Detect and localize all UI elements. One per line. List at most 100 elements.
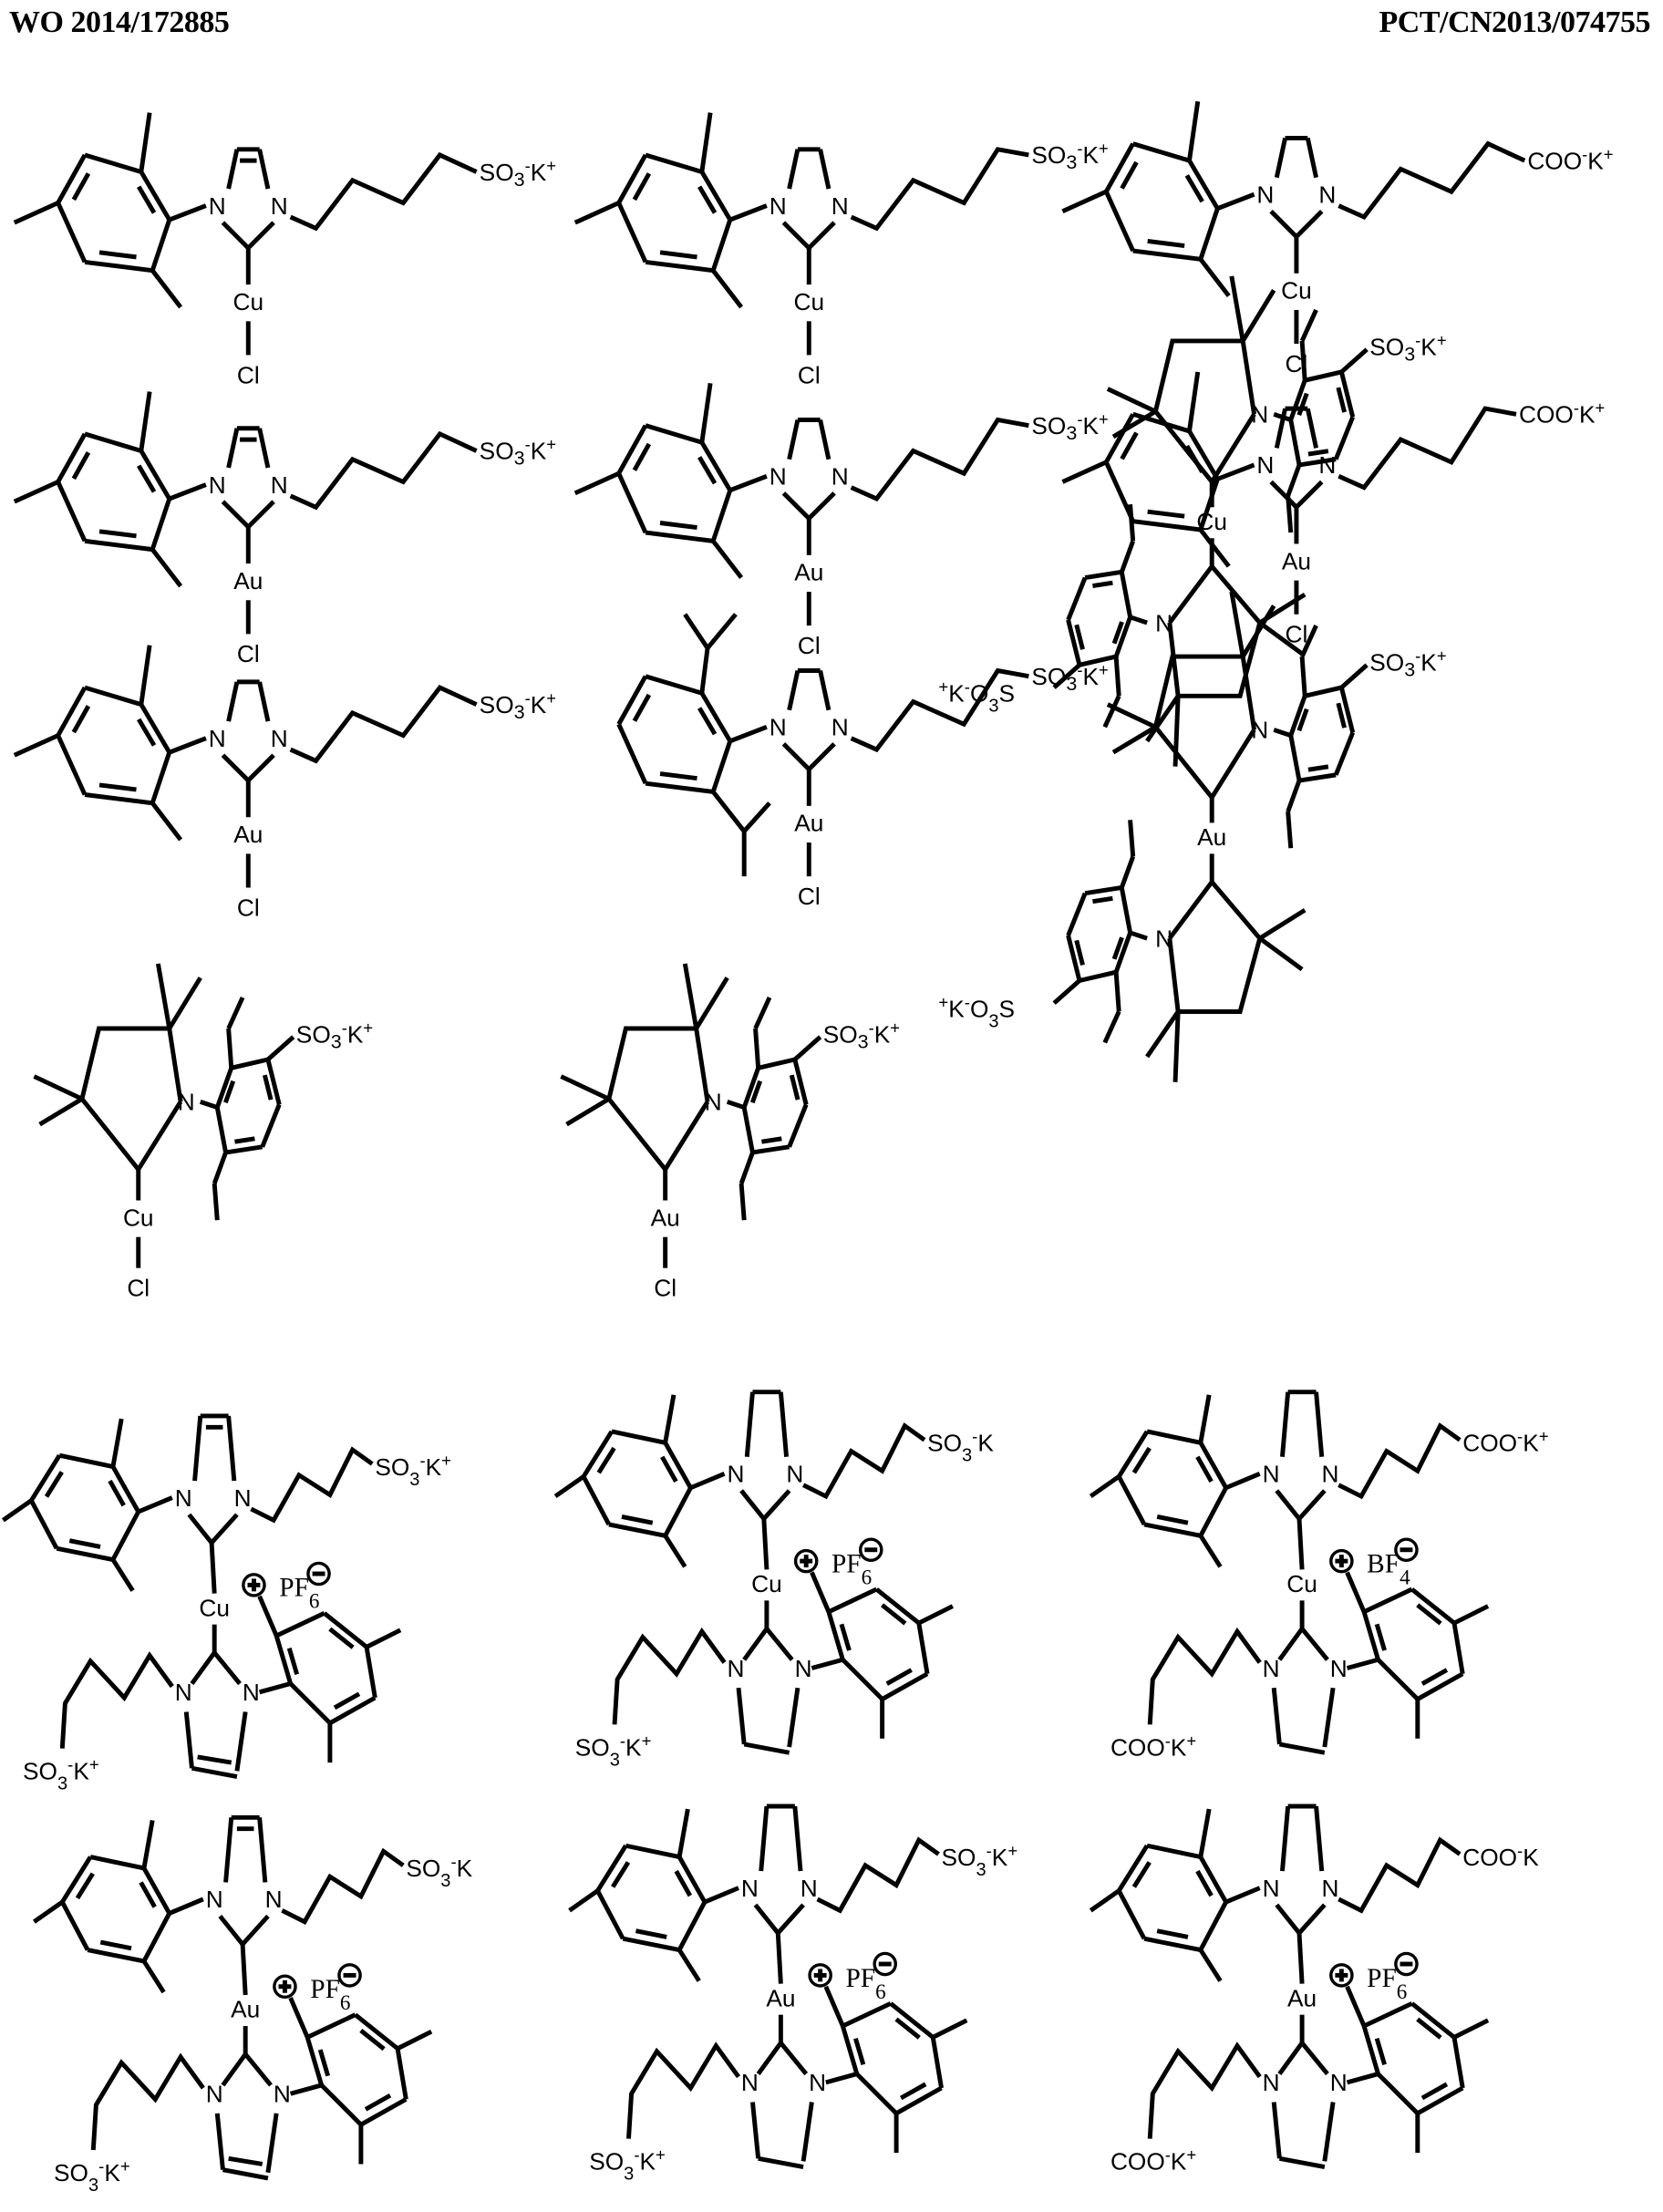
counter-group-label: SO3-K+ — [1031, 659, 1108, 695]
counter-group-label: SO3-K+ — [823, 1018, 900, 1053]
metal-label: Au — [1282, 547, 1311, 574]
positive-charge-icon — [1329, 1548, 1354, 1574]
counter-group-label: SO3-K+ — [1369, 330, 1446, 366]
counter-group-label: COO-K+ — [1527, 144, 1613, 175]
compound-c9: N SO3-K+ CuN +K-O3S — [938, 275, 1447, 767]
nitrogen-label: N — [1263, 1461, 1280, 1488]
application-number: PCT/CN2013/074755 — [1379, 5, 1651, 39]
metal-label: Cu — [1281, 277, 1312, 305]
halide-label: Cl — [798, 632, 821, 659]
nitrogen-label: N — [832, 714, 849, 741]
nitrogen-label: N — [770, 192, 787, 220]
nitrogen-label: N — [801, 1875, 818, 1902]
halide-label: Cl — [237, 640, 260, 667]
metal-label: Cu — [199, 1594, 230, 1621]
negative-charge-icon — [1394, 1951, 1419, 1977]
nitrogen-label: N — [809, 2069, 826, 2096]
nitrogen-label: N — [175, 1679, 192, 1706]
nitrogen-label: N — [271, 192, 288, 220]
nitrogen-label: N — [1263, 1875, 1280, 1902]
nitrogen-label: N — [741, 2069, 759, 2096]
nitrogen-label: N — [209, 471, 226, 499]
nitrogen-label: N — [1155, 609, 1172, 636]
nitrogen-label: N — [1318, 181, 1336, 209]
nitrogen-label: N — [1251, 717, 1268, 744]
counter-group-label: SO3-K+ — [575, 1731, 652, 1771]
counter-group-label: SO3-K+ — [1031, 408, 1108, 444]
nitrogen-label: N — [1322, 1875, 1339, 1902]
metal-label: Cu — [793, 288, 824, 315]
counter-group-label: SO3-K+ — [375, 1450, 451, 1489]
positive-charge-icon — [793, 1548, 819, 1574]
counterion-label: PF6 — [310, 1975, 350, 2015]
nitrogen-label: N — [175, 1484, 192, 1512]
counter-group-label: SO3-K+ — [54, 2156, 130, 2196]
nitrogen-label: N — [1155, 925, 1172, 952]
counterion-label: PF6 — [832, 1549, 872, 1589]
counter-group-label: SO3-K+ — [1031, 139, 1108, 174]
nitrogen-label: N — [770, 714, 787, 741]
counter-group-label: SO3-K — [406, 1852, 472, 1892]
counterion-label: PF6 — [279, 1574, 319, 1614]
nitrogen-label: N — [770, 463, 787, 491]
nitrogen-label: N — [271, 725, 288, 752]
halide-label: Cl — [798, 361, 821, 388]
nitrogen-label: N — [786, 1461, 803, 1488]
positive-charge-icon — [808, 1963, 832, 1988]
nitrogen-label: N — [1263, 1655, 1280, 1682]
nitrogen-label: N — [265, 1886, 283, 1913]
metal-label: Au — [766, 1984, 795, 2011]
halide-label: Cl — [237, 894, 260, 921]
nitrogen-label: N — [1318, 451, 1336, 479]
metal-label: Cu — [751, 1570, 782, 1597]
counter-group-label: COO-K+ — [1519, 398, 1605, 428]
nitrogen-label: N — [727, 1655, 744, 1682]
nitrogen-label: N — [1330, 2069, 1348, 2096]
nitrogen-label: N — [741, 1875, 759, 1902]
counter-group-label: COO-K — [1462, 1840, 1539, 1871]
counterion-label: BF4 — [1367, 1549, 1410, 1589]
negative-charge-icon — [337, 1963, 362, 1988]
counter-group-label: SO3-K+ — [1369, 646, 1446, 681]
nitrogen-label: N — [727, 1461, 744, 1488]
counter-group-label: +K-O3S — [938, 677, 1015, 717]
halide-label: Cl — [798, 883, 821, 910]
counter-group-label: SO3-K+ — [480, 155, 556, 191]
metal-label: Au — [651, 1204, 680, 1231]
negative-charge-icon — [858, 1537, 883, 1563]
negative-charge-icon — [873, 1951, 898, 1977]
counterion-label: PF6 — [845, 1964, 885, 2004]
nitrogen-label: N — [1322, 1461, 1339, 1488]
metal-label: Cu — [1286, 1570, 1317, 1597]
nitrogen-label: N — [206, 2080, 223, 2107]
metal-label: Cu — [232, 288, 263, 315]
metal-label: Au — [1287, 1984, 1317, 2011]
negative-charge-icon — [1394, 1537, 1419, 1563]
counter-group-label: +K-O3S — [938, 992, 1015, 1032]
positive-charge-icon — [273, 1974, 297, 2000]
halide-label: Cl — [654, 1275, 677, 1302]
counter-group-label: COO-K+ — [1110, 2145, 1196, 2176]
nitrogen-label: N — [206, 1886, 223, 1913]
counter-group-label: SO3-K+ — [480, 434, 556, 470]
negative-charge-icon — [306, 1561, 331, 1587]
counterion-label: PF6 — [1367, 1964, 1407, 2004]
counter-group-label: SO3-K — [927, 1426, 994, 1466]
metal-label: Au — [1197, 823, 1226, 851]
nitrogen-label: N — [1251, 401, 1268, 429]
